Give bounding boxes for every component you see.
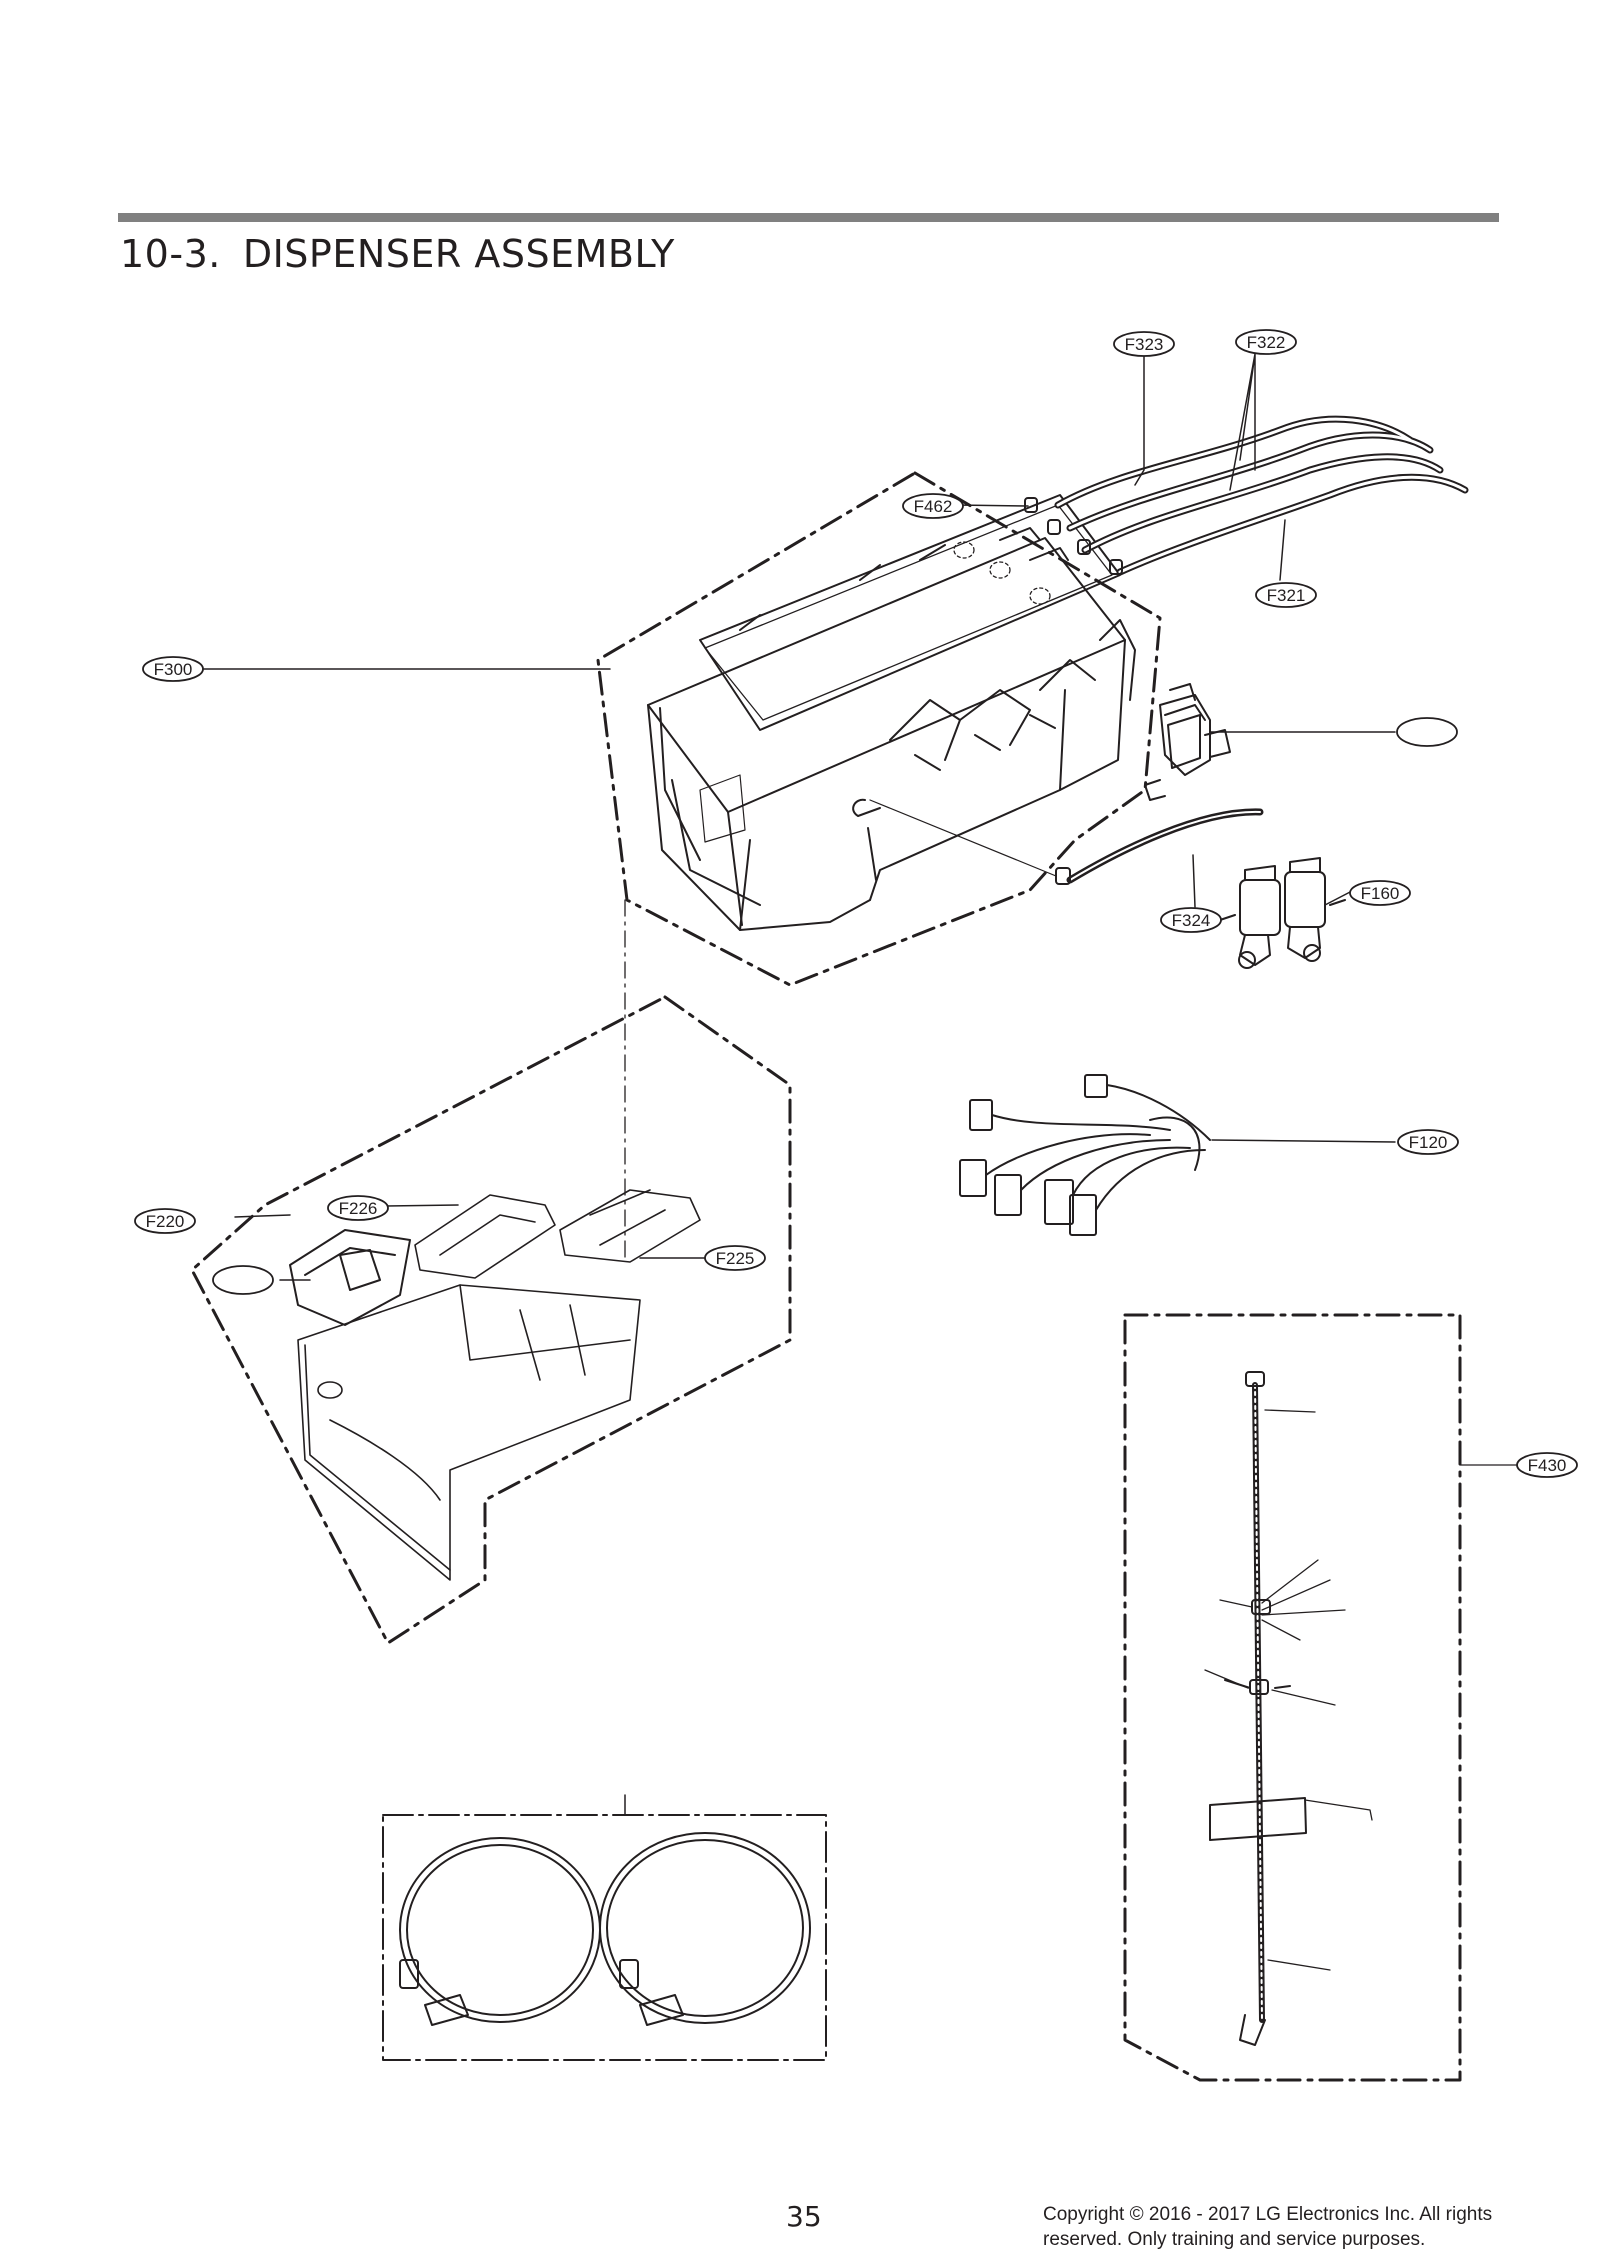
heater-boundary	[1123, 1313, 1462, 2082]
drawer-boundary	[190, 995, 792, 1645]
hose-clamps	[1024, 497, 1123, 575]
section-number: 10-3.	[120, 232, 221, 276]
callout-f225: F225	[716, 1249, 755, 1268]
callout-f226: F226	[339, 1199, 378, 1218]
callout-ovals	[134, 329, 1578, 1478]
heater-leader-lines	[1204, 1409, 1521, 1971]
inlet-hoses	[1054, 415, 1469, 576]
dispenser-drawer	[297, 1284, 641, 1581]
callout-f220: F220	[146, 1212, 185, 1231]
hose-kit-boundary	[382, 1814, 827, 2061]
copyright-line-1: Copyright © 2016 - 2017 LG Electronics I…	[1043, 2204, 1493, 2225]
heater-hose	[1209, 1371, 1307, 2046]
callout-f323: F323	[1125, 335, 1164, 354]
cap-f225	[559, 1189, 701, 1263]
copyright-line-2: reserved. Only training and service purp…	[1043, 2229, 1426, 2250]
callout-f160: F160	[1361, 884, 1400, 903]
section-title: DISPENSER ASSEMBLY	[242, 232, 675, 276]
water-valve	[1144, 683, 1231, 801]
copyright-notice: Copyright © 2016 - 2017 LG Electronics I…	[1043, 2202, 1563, 2252]
cap-f226	[414, 1194, 556, 1279]
callout-f322: F322	[1247, 333, 1286, 352]
housing-boundary	[596, 471, 1162, 987]
supply-hoses	[399, 1832, 811, 2026]
header-rule	[118, 213, 1499, 222]
callout-f430: F430	[1528, 1456, 1567, 1475]
callout-f120: F120	[1409, 1133, 1448, 1152]
callout-f324: F324	[1172, 911, 1211, 930]
page-title: 10-3. DISPENSER ASSEMBLY	[120, 232, 675, 276]
callout-f462: F462	[914, 497, 953, 516]
wire-harness	[959, 1074, 1211, 1236]
double-valve	[1219, 857, 1346, 969]
callout-f321: F321	[1267, 586, 1306, 605]
inlet-hoses-inner	[1056, 417, 1467, 574]
page-number: 35	[786, 2200, 822, 2233]
dispenser-housing	[647, 494, 1136, 931]
callout-f300: F300	[154, 660, 193, 679]
softener-cup	[289, 1229, 411, 1326]
callout-leaders	[195, 353, 1396, 1281]
